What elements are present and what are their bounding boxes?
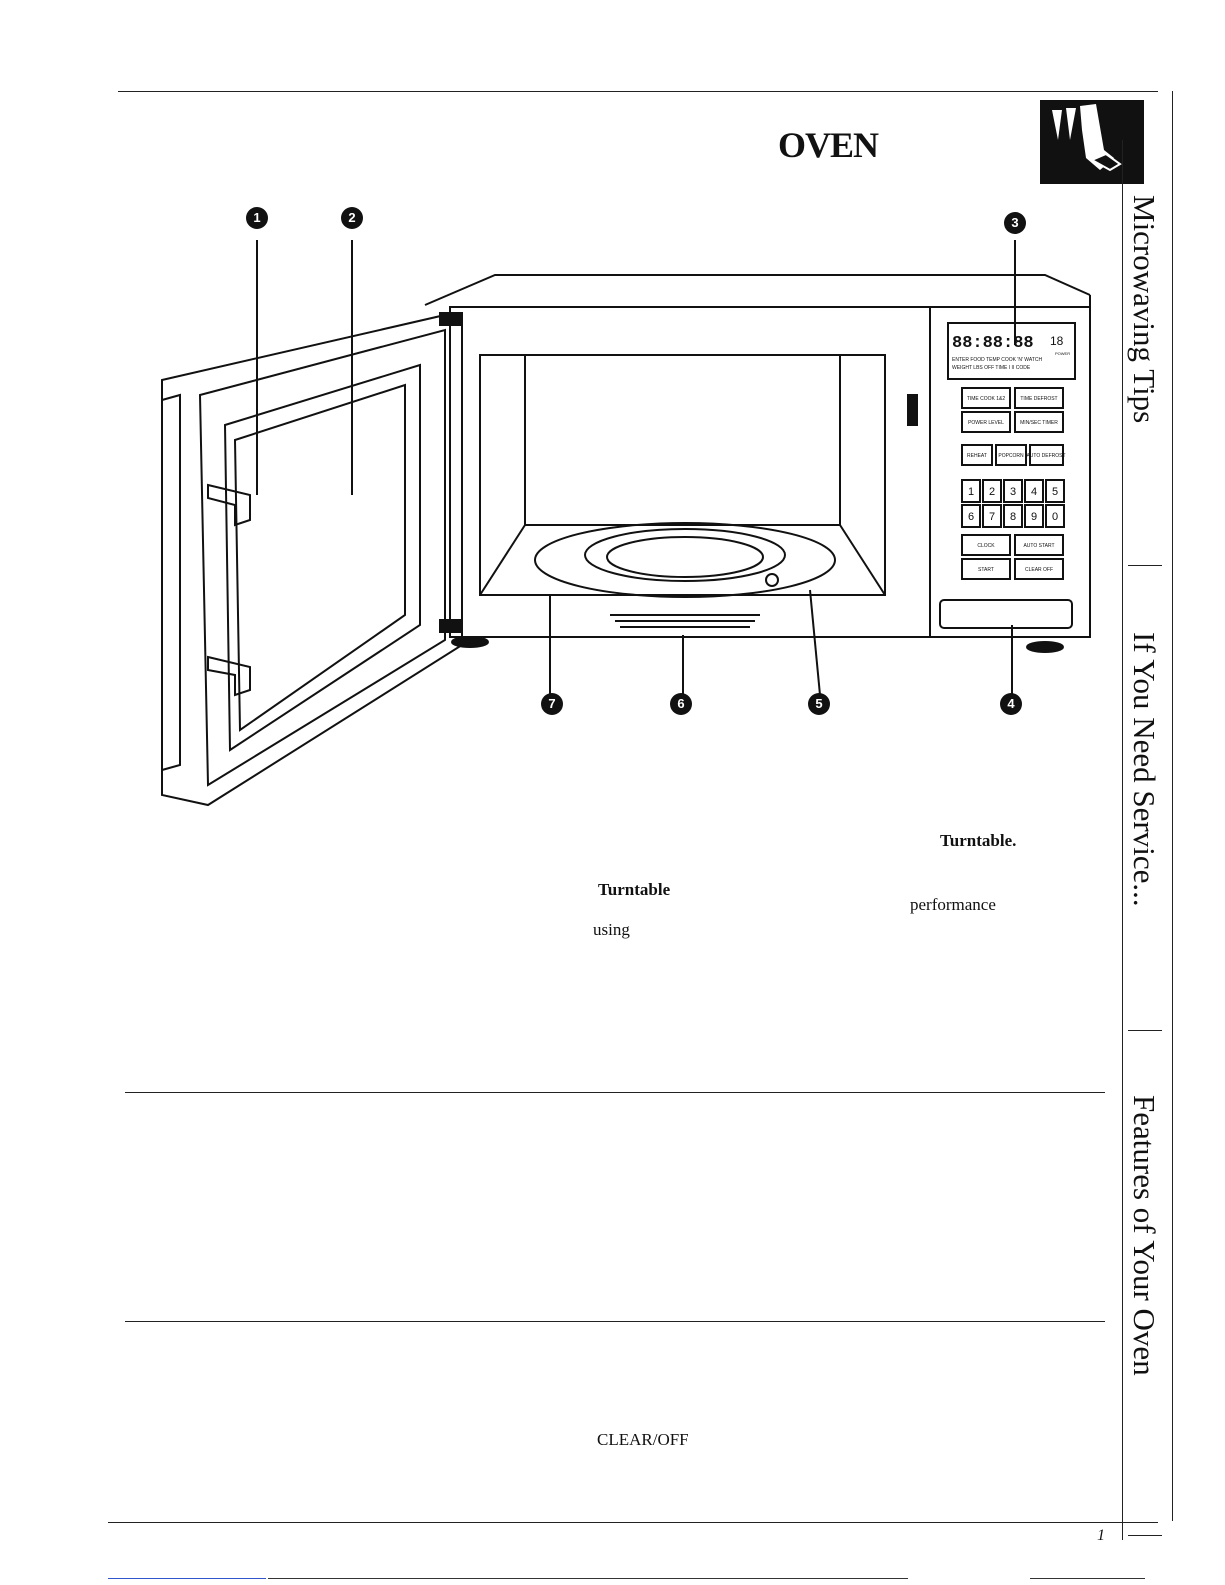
svg-text:CLEAR OFF: CLEAR OFF — [1025, 567, 1053, 573]
callout-4: 4 — [1000, 693, 1022, 715]
svg-text:7: 7 — [989, 511, 995, 523]
svg-text:0: 0 — [1052, 511, 1058, 523]
svg-text:WEIGHT LBS OFF TIME I II CODE: WEIGHT LBS OFF TIME I II CODE — [952, 365, 1031, 371]
svg-text:MIN/SEC TIMER: MIN/SEC TIMER — [1020, 420, 1058, 426]
hand-pointer-icon — [1040, 100, 1144, 184]
svg-text:6: 6 — [968, 511, 974, 523]
tab-separator — [1128, 1535, 1162, 1536]
svg-text:TIME COOK 1&2: TIME COOK 1&2 — [967, 396, 1006, 402]
svg-text:ENTER FOOD TEMP COOK 'N' WATCH: ENTER FOOD TEMP COOK 'N' WATCH — [952, 357, 1042, 363]
svg-text:4: 4 — [1031, 486, 1037, 498]
svg-text:START: START — [978, 567, 994, 573]
tab-features-of-your-oven[interactable]: Features of Your Oven — [1127, 1095, 1162, 1376]
tab-microwaving-tips[interactable]: Microwaving Tips — [1127, 195, 1162, 424]
svg-text:9: 9 — [1031, 511, 1037, 523]
svg-text:2: 2 — [989, 486, 995, 498]
callout-5: 5 — [808, 693, 830, 715]
bottom-line — [268, 1578, 908, 1579]
using-text: using — [593, 920, 630, 939]
svg-text:AUTO START: AUTO START — [1023, 543, 1054, 549]
turntable-label-right: Turntable. — [940, 831, 1017, 850]
svg-text:8: 8 — [1010, 511, 1016, 523]
callout-7: 7 — [541, 693, 563, 715]
svg-text:POPCORN: POPCORN — [998, 453, 1024, 459]
section-rule — [125, 1321, 1105, 1322]
callout-1: 1 — [246, 207, 268, 229]
clear-off-text: CLEAR/OFF — [597, 1430, 689, 1449]
tab-separator — [1128, 565, 1162, 566]
page-number: 1 — [1097, 1527, 1105, 1544]
svg-text:TIME DEFROST: TIME DEFROST — [1020, 396, 1057, 402]
side-rule — [1172, 91, 1173, 1521]
callout-3: 3 — [1004, 212, 1026, 234]
svg-text:REHEAT: REHEAT — [967, 453, 987, 459]
panel-display-digits: 88:88:88 — [952, 334, 1034, 353]
svg-text:1: 1 — [968, 486, 974, 498]
side-rule-inner — [1122, 140, 1123, 1540]
svg-text:AUTO DEFROST: AUTO DEFROST — [1026, 453, 1065, 459]
tab-separator — [1128, 1030, 1162, 1031]
svg-text:3: 3 — [1010, 486, 1016, 498]
svg-text:POWER LEVEL: POWER LEVEL — [968, 420, 1004, 426]
svg-text:CLOCK: CLOCK — [977, 543, 995, 549]
bottom-rule — [108, 1522, 1158, 1523]
callout-6: 6 — [670, 693, 692, 715]
bottom-line-right — [1030, 1578, 1145, 1579]
callout-2: 2 — [341, 207, 363, 229]
tab-if-you-need-service[interactable]: If You Need Service... — [1127, 632, 1162, 907]
performance-text: performance — [910, 895, 996, 914]
page-title: OVEN — [778, 125, 879, 165]
section-rule — [125, 1092, 1105, 1093]
top-rule — [118, 91, 1158, 92]
turntable-label-left: Turntable — [598, 880, 671, 899]
link-underline — [108, 1578, 266, 1579]
microwave-illustration: 88:88:88 18 ENTER FOOD TEMP COOK 'N' WAT… — [161, 240, 1091, 807]
panel-display-small: 18 — [1050, 334, 1064, 348]
svg-text:POWER: POWER — [1055, 351, 1070, 356]
svg-text:5: 5 — [1052, 486, 1058, 498]
